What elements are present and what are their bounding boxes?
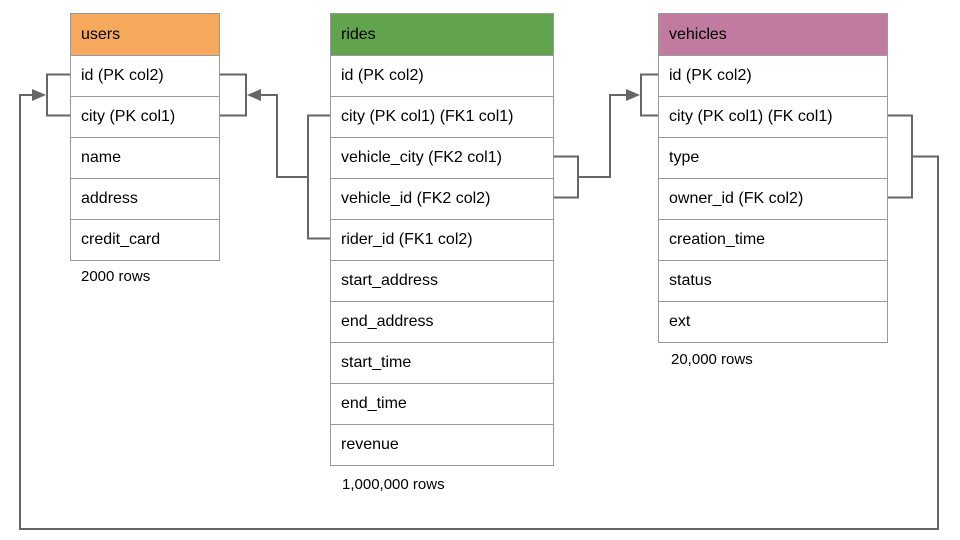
fk2-connector-rides-vehicles (554, 73, 658, 199)
fk-arrowhead-icon (32, 89, 46, 101)
vehicles-left-bracket (640, 73, 658, 117)
table-vehicles-column-type: type (659, 137, 887, 178)
table-vehicles-column-status: status (659, 260, 887, 301)
table-rides-column-start-time: start_time (331, 342, 553, 383)
users-right-bracket (220, 73, 247, 117)
table-rides-column-rider-id: rider_id (FK1 col2) (331, 219, 553, 260)
table-rides-column-revenue: revenue (331, 424, 553, 465)
table-users-column-name: name (71, 137, 219, 178)
table-vehicles-header: vehicles (659, 14, 887, 55)
table-rides-column-city: city (PK col1) (FK1 col1) (331, 96, 553, 137)
table-rides-column-id: id (PK col2) (331, 55, 553, 96)
vehicles-right-bracket (888, 114, 913, 199)
table-vehicles-column-owner-id: owner_id (FK col2) (659, 178, 887, 219)
table-vehicles-column-city: city (PK col1) (FK col1) (659, 96, 887, 137)
table-rides: rides id (PK col2) city (PK col1) (FK1 c… (330, 13, 554, 466)
table-users-header: users (71, 14, 219, 55)
users-left-bracket (46, 73, 70, 117)
rides-left-bracket (307, 114, 330, 240)
table-rides-column-end-address: end_address (331, 301, 553, 342)
table-users-column-address: address (71, 178, 219, 219)
rides-right-bracket (554, 155, 579, 199)
table-vehicles-row-count: 20,000 rows (671, 351, 753, 368)
table-rides-column-start-address: start_address (331, 260, 553, 301)
fk2-arrowhead-icon (626, 89, 640, 101)
table-vehicles: vehicles id (PK col2) city (PK col1) (FK… (658, 13, 888, 343)
fk-connector-line (19, 94, 939, 530)
table-users-column-id: id (PK col2) (71, 55, 219, 96)
table-vehicles-column-id: id (PK col2) (659, 55, 887, 96)
table-vehicles-column-ext: ext (659, 301, 887, 342)
table-users: users id (PK col2) city (PK col1) name a… (70, 13, 220, 261)
fk1-arrowhead-icon (247, 89, 261, 101)
table-rides-column-vehicle-city: vehicle_city (FK2 col1) (331, 137, 553, 178)
table-rides-header: rides (331, 14, 553, 55)
fk1-connector-rides-users (220, 73, 330, 240)
table-vehicles-column-creation-time: creation_time (659, 219, 887, 260)
table-users-row-count: 2000 rows (81, 268, 151, 285)
table-rides-row-count: 1,000,000 rows (342, 476, 445, 493)
table-users-column-credit-card: credit_card (71, 219, 219, 260)
table-rides-column-vehicle-id: vehicle_id (FK2 col2) (331, 178, 553, 219)
fk-connector-vehicles-users (19, 73, 939, 530)
table-users-column-city: city (PK col1) (71, 96, 219, 137)
fk1-connector-line (259, 94, 308, 178)
fk2-connector-line (578, 94, 628, 178)
table-rides-column-end-time: end_time (331, 383, 553, 424)
